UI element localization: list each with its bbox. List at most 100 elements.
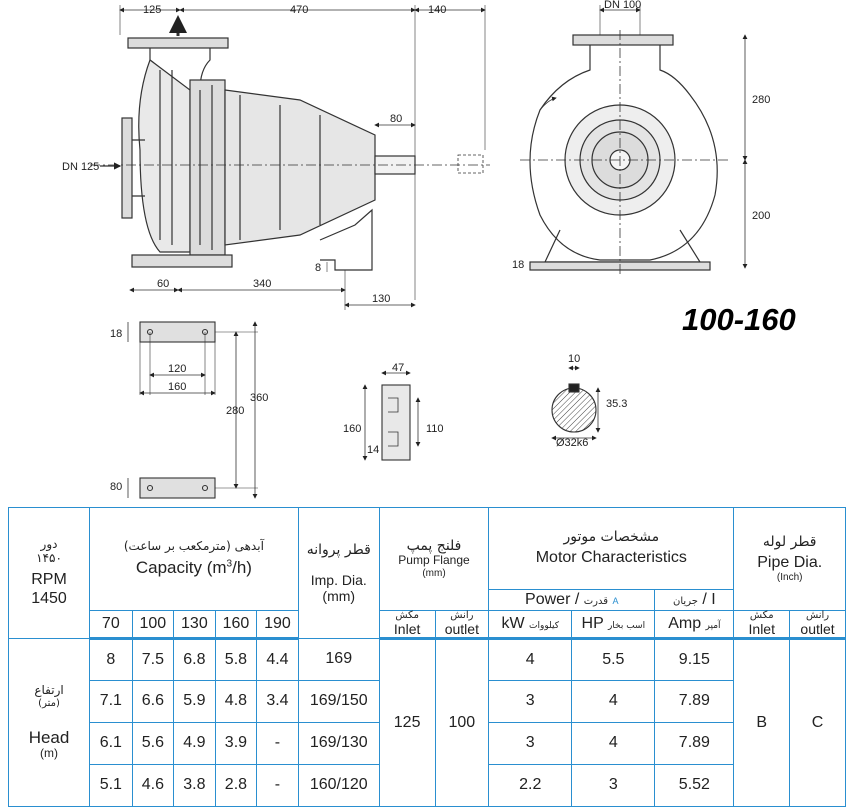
key-dim-dia: Ø32k6	[556, 437, 588, 449]
rpm-en-2: 1450	[31, 589, 67, 607]
flange-en-2: (mm)	[422, 568, 446, 580]
dim-140: 140	[428, 4, 446, 16]
head-value: 4.8	[214, 680, 258, 724]
capacity-col-1: 70	[89, 609, 133, 641]
capacity-col-3: 130	[173, 609, 216, 641]
side-view	[90, 5, 490, 310]
head-value: 7.1	[89, 680, 133, 724]
key-dim-353: 35.3	[606, 398, 627, 410]
base-dim-80: 80	[110, 481, 122, 493]
base-dim-120: 120	[168, 363, 186, 375]
dim-125: 125	[143, 4, 161, 16]
base-dim-18: 18	[110, 328, 122, 340]
dim-dn100: DN 100	[604, 0, 641, 11]
head-value: 5.6	[131, 722, 175, 766]
hp-value: 5.5	[571, 638, 656, 682]
foot-dim-14: 14	[367, 444, 379, 456]
dim-18-front: 18	[512, 259, 524, 271]
rpm-header: دور ۱۴۵۰ RPM 1450	[7, 506, 91, 640]
pump-dimension-drawing: 125 470 140 DN 125 80 8 60 340 130 DN 10…	[62, 0, 770, 499]
head-value: 4.4	[256, 638, 299, 682]
motor-en: Motor Characteristics	[535, 549, 687, 567]
flange-en-1: Pump Flange	[398, 553, 470, 568]
rpm-en-1: RPM	[31, 571, 67, 589]
head-value: 2.8	[214, 764, 258, 807]
dim-470: 470	[290, 4, 308, 16]
power-header: Power / قدرت A	[488, 589, 656, 611]
pipe-fa: قطر لوله	[762, 534, 817, 550]
capacity-col-2: 100	[131, 609, 175, 641]
head-value: 7.5	[131, 638, 175, 682]
kw-header: kW کیلووات	[488, 609, 573, 641]
dim-200-front: 200	[752, 210, 770, 222]
amp-value: 5.52	[654, 764, 735, 807]
shaft-key-detail	[551, 365, 601, 441]
motor-fa: مشخصات موتور	[563, 529, 660, 546]
kw-value: 4	[488, 638, 573, 682]
flange-outlet-value: 100	[434, 638, 490, 807]
dim-dn125: DN 125	[62, 161, 99, 173]
amp-value: 7.89	[654, 722, 735, 766]
foot-dim-110: 110	[426, 423, 444, 435]
head-value: 5.8	[214, 638, 258, 682]
base-dim-160: 160	[168, 381, 186, 393]
dim-8: 8	[315, 262, 321, 274]
kw-value: 3	[488, 722, 573, 766]
head-value: 3.9	[214, 722, 258, 766]
flange-outlet-header: رانش outlet	[434, 609, 490, 641]
head-value: -	[256, 722, 299, 766]
imp-fa: قطر پروانه	[306, 541, 371, 558]
head-value: 5.9	[173, 680, 216, 724]
capacity-header: آبدهی (مترمکعب بر ساعت) Capacity (m3/h)	[89, 507, 299, 611]
dim-340: 340	[253, 278, 271, 290]
flange-inlet-header: مکش Inlet	[378, 609, 436, 641]
pipe-outlet-value: C	[789, 638, 846, 807]
capacity-col-4: 160	[214, 609, 258, 641]
key-dim-10: 10	[568, 353, 580, 365]
dim-80-shaft: 80	[390, 113, 402, 125]
head-value: 4.6	[131, 764, 175, 807]
flange-inlet-value: 125	[378, 638, 436, 807]
dim-130: 130	[372, 293, 390, 305]
dim-60: 60	[157, 278, 169, 290]
capacity-fa: آبدهی (مترمکعب بر ساعت)	[123, 539, 264, 554]
head-value: 6.8	[173, 638, 216, 682]
pipe-inlet-header: مکش Inlet	[733, 609, 791, 641]
foot-dim-47: 47	[392, 362, 404, 374]
kw-value: 2.2	[488, 764, 573, 807]
head-value: 4.9	[173, 722, 216, 766]
amp-value: 9.15	[654, 638, 735, 682]
head-header: ارتفاع (متر) Head (m)	[7, 638, 91, 807]
pump-spec-table: دور ۱۴۵۰ RPM 1450 آبدهی (مترمکعب بر ساعت…	[7, 506, 846, 807]
hp-value: 4	[571, 722, 656, 766]
head-value: 6.1	[89, 722, 133, 766]
head-value: 3.8	[173, 764, 216, 807]
imp-en-2: (mm)	[322, 588, 356, 605]
baseplate-view	[127, 321, 258, 499]
capacity-col-5: 190	[256, 609, 299, 641]
amp-value: 7.89	[654, 680, 735, 724]
base-dim-280: 280	[226, 405, 244, 417]
kw-value: 3	[488, 680, 573, 724]
head-value: 3.4	[256, 680, 299, 724]
front-view	[520, 5, 748, 275]
head-value: 8	[89, 638, 133, 682]
imp-en-1: Imp. Dia.	[310, 572, 367, 588]
impeller-value: 169	[297, 638, 380, 682]
pipe-outlet-header: رانش outlet	[789, 609, 846, 641]
table-row: 7.1 6.6 5.9 4.8 3.4 169/150 3 4 7.89	[9, 680, 846, 724]
table-row: 5.1 4.6 3.8 2.8 - 160/120 2.2 3 5.52	[9, 764, 846, 807]
foot-detail	[362, 370, 421, 461]
impeller-value: 169/150	[297, 680, 380, 724]
amp-header: Amp آمپر	[654, 609, 735, 641]
head-value: 6.6	[131, 680, 175, 724]
table-row: ارتفاع (متر) Head (m) 8 7.5 6.8 5.8 4.4 …	[7, 638, 846, 807]
hp-value: 4	[571, 680, 656, 724]
impeller-header: قطر پروانه Imp. Dia. (mm)	[297, 506, 380, 640]
pipe-inlet-value: B	[733, 638, 791, 807]
flange-fa: فلنج پمپ	[406, 538, 462, 555]
pipe-header: قطر لوله Pipe Dia. (Inch)	[733, 507, 846, 611]
impeller-value: 169/130	[297, 722, 380, 766]
pipe-en-1: Pipe Dia.	[757, 554, 823, 572]
foot-dim-160: 160	[343, 423, 361, 435]
